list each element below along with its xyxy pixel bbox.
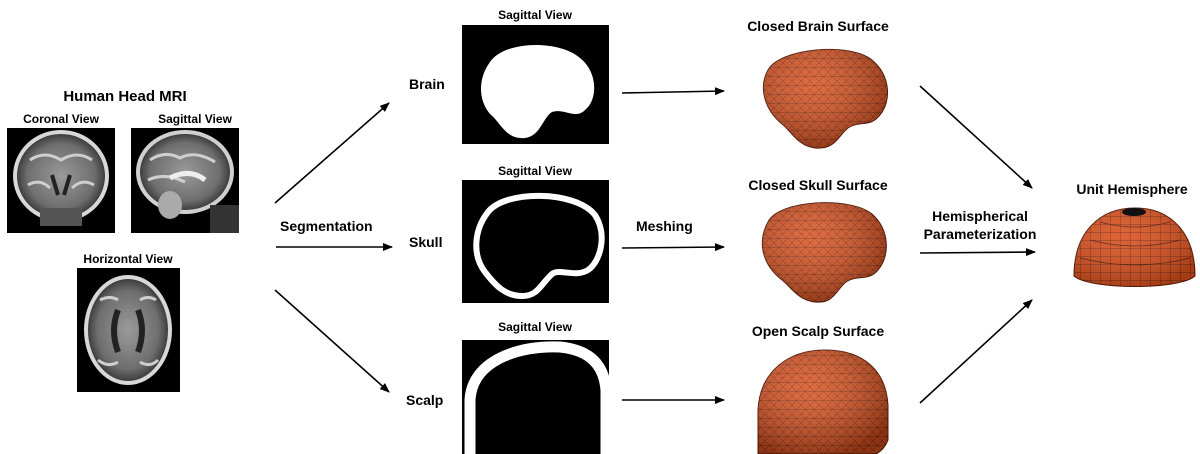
scalp-mask-image bbox=[462, 340, 609, 454]
parameterization-label-line2: Parameterization bbox=[924, 226, 1037, 242]
arrow-skull-to-surface bbox=[622, 247, 724, 248]
arrow-brain-to-hemisphere bbox=[920, 86, 1032, 188]
segmentation-label: Segmentation bbox=[280, 218, 373, 234]
horizontal-view-label: Horizontal View bbox=[83, 252, 172, 266]
skull-mask-image bbox=[462, 180, 609, 303]
skull-mask-view-label: Sagittal View bbox=[498, 164, 572, 178]
mri-horizontal-image bbox=[77, 268, 180, 392]
coronal-view-label: Coronal View bbox=[23, 112, 99, 126]
mri-coronal-image bbox=[7, 128, 115, 233]
brain-mask-image bbox=[462, 25, 609, 144]
brain-surface-label: Closed Brain Surface bbox=[747, 18, 889, 34]
arrow-brain-to-surface bbox=[622, 91, 724, 93]
brain-surface-mesh bbox=[763, 49, 887, 148]
arrow-to-brain bbox=[275, 103, 389, 203]
scalp-label: Scalp bbox=[406, 392, 443, 408]
arrow-scalp-to-hemisphere bbox=[920, 300, 1032, 403]
mri-title: Human Head MRI bbox=[63, 88, 186, 105]
arrow-skull-to-hemisphere bbox=[920, 252, 1035, 253]
brain-label: Brain bbox=[409, 76, 445, 92]
skull-surface-mesh bbox=[762, 203, 886, 303]
brain-mask-view-label: Sagittal View bbox=[498, 8, 572, 22]
meshing-label: Meshing bbox=[636, 218, 693, 234]
arrow-to-scalp bbox=[275, 290, 389, 392]
unit-hemisphere-label: Unit Hemisphere bbox=[1076, 181, 1187, 197]
scalp-surface-mesh bbox=[758, 350, 888, 454]
skull-surface-label: Closed Skull Surface bbox=[748, 177, 887, 193]
skull-label: Skull bbox=[409, 234, 442, 250]
scalp-surface-label: Open Scalp Surface bbox=[752, 323, 884, 339]
mri-sagittal-view-label: Sagittal View bbox=[158, 112, 232, 126]
mri-sagittal-image bbox=[131, 128, 239, 233]
parameterization-label-line1: Hemispherical bbox=[932, 208, 1028, 224]
unit-hemisphere-mesh bbox=[1074, 208, 1195, 287]
scalp-mask-view-label: Sagittal View bbox=[498, 320, 572, 334]
